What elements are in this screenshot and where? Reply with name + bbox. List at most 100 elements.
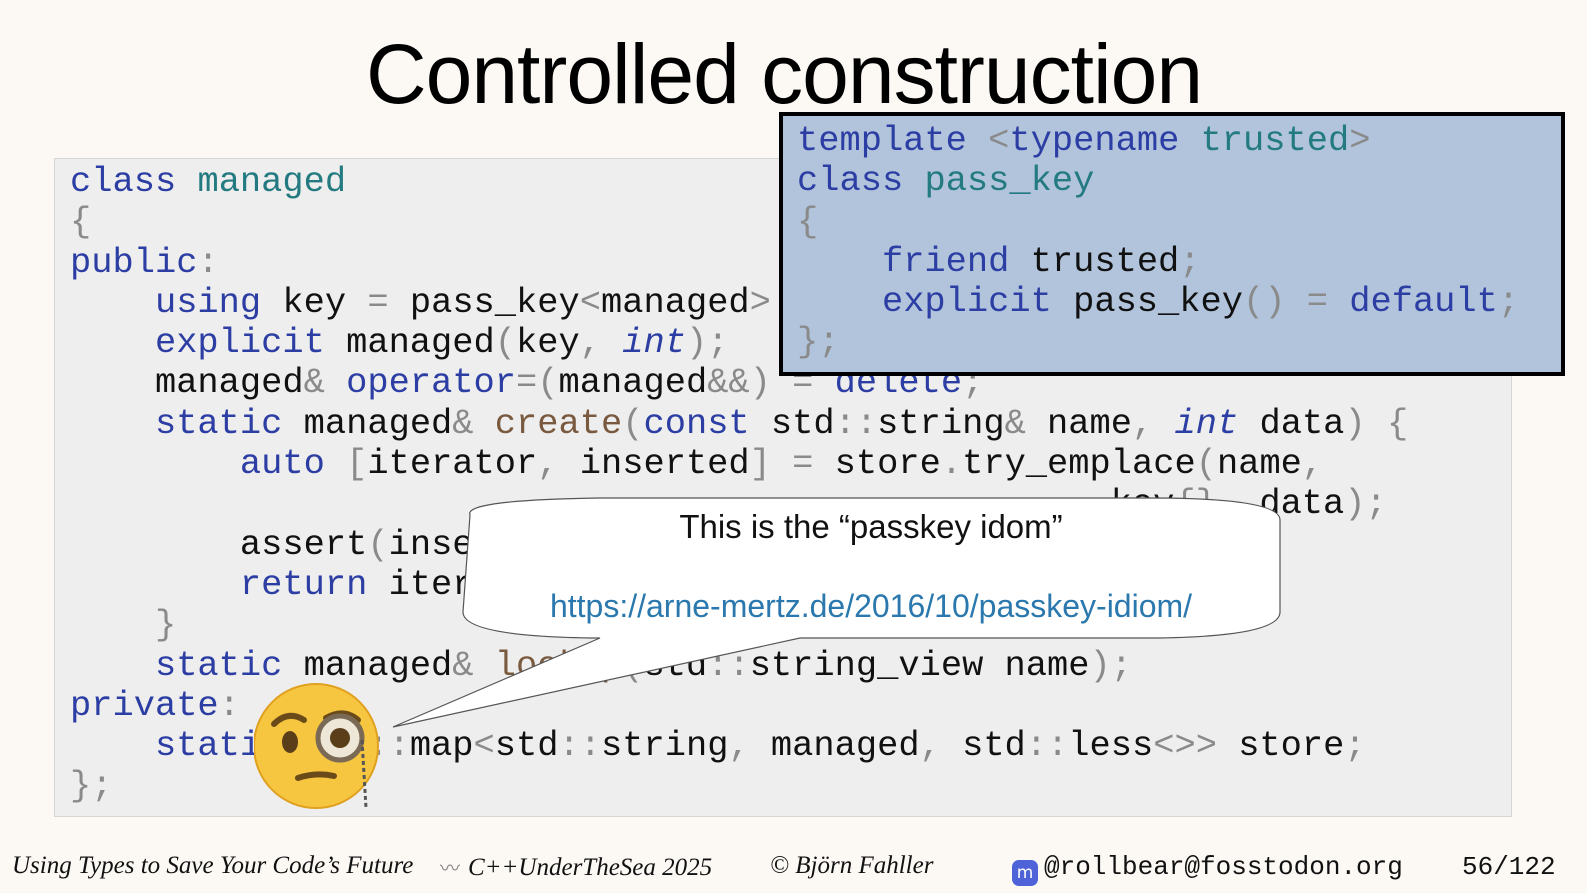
code-token: :	[197, 242, 219, 283]
mastodon-icon: m	[1012, 860, 1038, 886]
pass-key-popup	[779, 112, 1565, 376]
code-token: managed	[282, 645, 453, 686]
code-token: <>>	[1153, 726, 1217, 767]
code-token: std	[494, 726, 559, 767]
code-token: );	[1089, 645, 1132, 686]
code-token: (	[494, 323, 517, 364]
code-token: public	[70, 242, 198, 283]
main-code-line: };	[70, 766, 1408, 806]
code-token: >	[749, 282, 771, 323]
code-token: (	[1195, 444, 1217, 485]
code-token: ;	[1179, 241, 1201, 282]
code-token: class	[797, 161, 904, 202]
code-token: ,	[919, 726, 941, 767]
code-token: string	[601, 726, 729, 767]
code-token: ::	[834, 403, 878, 444]
code-token: ]	[749, 444, 771, 485]
code-token: trusted	[1009, 241, 1180, 282]
code-token: &	[1004, 403, 1026, 444]
code-token: );	[1344, 484, 1387, 525]
footer-social-handle: @rollbear@fosstodon.org	[1044, 852, 1403, 882]
code-token: managed	[749, 726, 920, 767]
code-token: ,	[1301, 444, 1324, 485]
code-token: default	[1349, 282, 1498, 323]
code-token: inserted	[558, 444, 750, 485]
code-token: operator	[346, 363, 517, 404]
main-code-line: }	[70, 605, 1408, 645]
code-token: >	[1349, 121, 1371, 161]
code-token: =	[1306, 282, 1328, 323]
main-code-line: public:	[70, 243, 1408, 283]
code-token: ,	[728, 726, 750, 767]
code-token: store	[1216, 726, 1345, 767]
popup-code-line: };	[797, 322, 1519, 362]
code-token: <	[473, 726, 495, 767]
code-token: static	[154, 403, 283, 444]
passkey-idiom-link[interactable]: https://arne-mertz.de/2016/10/passkey-id…	[549, 588, 1193, 624]
code-token: [	[346, 444, 368, 485]
pass-key-code-block: template <typename trusted>class pass_ke…	[797, 121, 1519, 363]
code-token: data	[1238, 403, 1345, 444]
popup-code-line: explicit pass_key() = default;	[797, 282, 1519, 322]
code-token: managed	[282, 403, 453, 444]
code-token: key	[516, 323, 580, 364]
popup-code-line: friend trusted;	[797, 242, 1519, 282]
main-code-line: {	[70, 202, 1408, 242]
main-code-line: private:	[70, 686, 1408, 726]
footer-conference-label: C++UnderTheSea 2025	[468, 854, 713, 881]
code-token: =	[367, 282, 389, 323]
code-token: &	[303, 363, 325, 404]
code-token: std	[940, 726, 1026, 767]
code-token: managed	[197, 162, 347, 202]
code-token: .	[940, 444, 963, 485]
code-token: (	[367, 524, 389, 565]
code-token: managed	[70, 363, 304, 404]
code-token: ,	[579, 323, 601, 364]
code-token: std	[749, 403, 835, 444]
code-token: explicit	[881, 282, 1052, 323]
code-token: name	[1216, 444, 1302, 485]
footer-conference: 〰 C++UnderTheSea 2025	[440, 852, 712, 882]
code-token: :	[218, 685, 240, 726]
code-token: class	[70, 162, 177, 202]
code-token: auto	[239, 444, 325, 485]
code-token: pass_key	[388, 282, 580, 323]
code-token: managed	[601, 282, 750, 323]
code-token: using	[154, 282, 262, 323]
main-code-line: static managed& create(const std::string…	[70, 404, 1408, 444]
code-token: ;	[1497, 282, 1520, 323]
footer-talk-title: Using Types to Save Your Code’s Future	[12, 852, 414, 879]
code-token: };	[797, 322, 840, 363]
code-token: assert	[70, 524, 368, 565]
code-token: const	[643, 403, 750, 444]
footer-author: © Björn Fahller	[770, 852, 934, 879]
code-token: template	[797, 121, 967, 161]
popup-code-line: class pass_key	[797, 161, 1519, 201]
code-token: string_view name	[749, 645, 1090, 686]
code-token: pass_key	[924, 161, 1095, 202]
code-token: }	[154, 605, 177, 646]
callout-text: This is the “passkey idom”	[679, 508, 1063, 545]
main-code-line: auto [iterator, inserted] = store.try_em…	[70, 444, 1408, 484]
code-token: less	[1068, 726, 1154, 767]
code-token: {	[1386, 403, 1409, 444]
code-token: =	[792, 444, 814, 485]
popup-code-line: {	[797, 202, 1519, 242]
footer-social[interactable]: m@rollbear@fosstodon.org	[1012, 852, 1403, 886]
code-token: map	[409, 726, 474, 767]
code-token: try_emplace	[962, 444, 1196, 485]
popup-code-line: template <typename trusted>	[797, 121, 1519, 161]
code-token: iterator	[367, 444, 538, 485]
wave-logo-icon: 〰	[440, 856, 460, 880]
code-token: explicit	[154, 323, 325, 364]
code-token: pass_key	[1051, 282, 1243, 323]
code-token: ::	[1025, 726, 1069, 767]
code-token: ::	[558, 726, 601, 767]
code-token: ()	[1243, 282, 1286, 323]
code-token: {	[70, 202, 92, 243]
code-token: =(	[516, 363, 559, 404]
code-token: );	[685, 323, 729, 364]
code-token: trusted	[1200, 121, 1350, 161]
code-token: typename	[1009, 121, 1180, 161]
code-token: static	[154, 645, 283, 686]
